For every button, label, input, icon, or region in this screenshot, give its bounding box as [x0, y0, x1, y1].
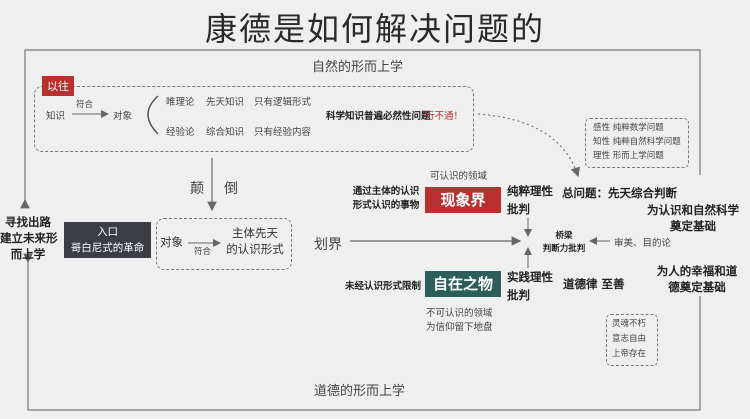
question-sensibility: 感性 纯粹数学问题 [593, 123, 664, 133]
find-way-text: 寻找出路 建立未来形 而上学 [0, 215, 58, 261]
overturn-2: 倒 [224, 181, 238, 197]
subject-object-box [156, 218, 292, 270]
synthetic-knowledge: 综合知识 [206, 127, 245, 138]
past-tag: 以往 [42, 76, 74, 96]
thing-in-itself-box: 自在之物 [425, 271, 501, 297]
unknowable-domain: 不可认识的领域 为信仰留下地盘 [426, 308, 493, 333]
empirical-content-only: 只有经验内容 [254, 127, 312, 138]
main-question: 总问题：先天综合判断 [562, 186, 677, 200]
pure-reason-critique: 纯粹理性 批判 [507, 184, 553, 216]
phenomena-via: 通过主体的认识 形式认识的事物 [352, 186, 420, 211]
moral-law: 道德律 至善 [563, 277, 625, 291]
postulates-list: 灵魂不朽 意志自由 上帝存在 [612, 317, 646, 362]
middle-conform: 符合 [194, 247, 212, 257]
science-problem: 科学知识普遍必然性问题 [326, 111, 431, 122]
postulate-soul: 灵魂不朽 [612, 319, 647, 329]
basis-happiness: 为人的幸福和道 德奠定基础 [656, 264, 738, 294]
unlimited-label: 未经认识形式限制 [345, 281, 422, 292]
label-natural-metaphysics: 自然的形而上学 [312, 60, 404, 75]
dotted-curve-to-question [477, 113, 580, 178]
question-box [585, 118, 689, 168]
fail-label: 行不通！ [425, 111, 464, 122]
rationalism: 唯理论 [166, 97, 195, 108]
bridge-judgment: 桥梁 判断力批判 [542, 231, 586, 254]
entry-copernican-box: 入口 哥白尼式的革命 [64, 222, 151, 258]
phenomena-box: 现象界 [425, 187, 501, 213]
question-list: 感性 纯粹数学问题 知性 纯粹自然科学问题 理性 形而上学问题 [593, 121, 681, 163]
question-reason: 理性 形而上学问题 [593, 151, 664, 161]
basis-science: 为认识和自然科学 奠定基础 [647, 203, 739, 233]
outer-loop-bottom [23, 253, 701, 411]
logical-form-only: 只有逻辑形式 [254, 97, 312, 108]
past-object: 对象 [113, 111, 133, 122]
past-knowledge: 知识 [46, 111, 66, 122]
brace-rationalism-empiricism [147, 95, 159, 135]
past-approach-box [34, 86, 474, 152]
practical-reason-critique: 实践理性 批判 [507, 270, 553, 302]
subject-forms: 主体先天 的认识形式 [226, 226, 284, 256]
postulate-god: 上帝存在 [612, 349, 647, 359]
postulates-box [606, 314, 658, 366]
page-title: 康德是如何解决问题的 [204, 10, 545, 48]
postulate-freedom: 意志自由 [612, 334, 647, 344]
demarcation-label: 划界 [314, 237, 342, 253]
past-conform: 符合 [76, 100, 94, 110]
overturn-1: 颠 [190, 181, 204, 197]
question-understanding: 知性 纯粹自然科学问题 [593, 137, 681, 147]
a-priori-knowledge: 先天知识 [206, 97, 245, 108]
knowable-domain: 可认识的领域 [430, 171, 488, 182]
middle-object: 对象 [160, 235, 183, 249]
empiricism: 经验论 [166, 127, 195, 138]
label-moral-metaphysics: 道德的形而上学 [314, 384, 406, 399]
outer-loop-top [20, 49, 701, 209]
aesthetics-teleology: 审美、目的论 [614, 238, 672, 249]
